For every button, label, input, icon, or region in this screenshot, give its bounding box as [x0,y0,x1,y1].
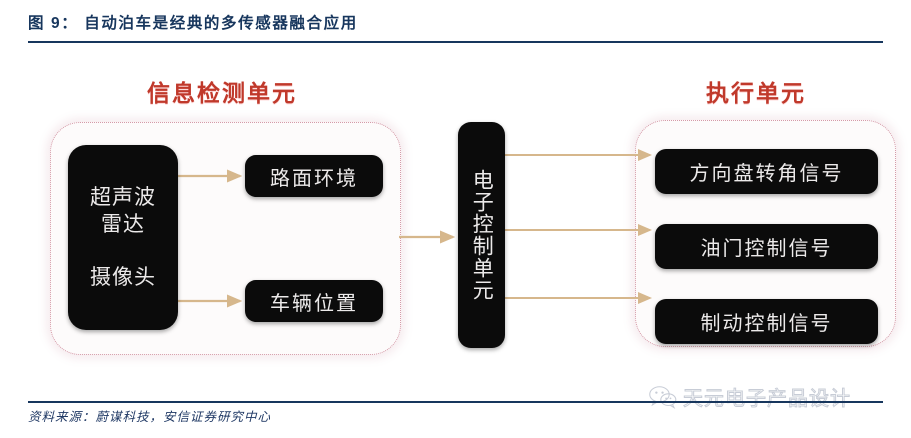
connector-wires [178,149,652,308]
title-divider [28,41,883,44]
node-road-environment[interactable]: 路面环境 [245,155,383,197]
figure-title: 图 9： 自动泊车是经典的多传感器融合应用 [28,14,883,44]
figure-title-text: 图 9： 自动泊车是经典的多传感器融合应用 [28,15,358,32]
node-throttle-control-signal[interactable]: 油门控制信号 [655,224,878,269]
watermark: 天元电子产品设计 [648,382,851,411]
watermark-text: 天元电子产品设计 [683,388,851,411]
diagram-canvas: 信息检测单元 执行单元 超声波 雷达 摄 [0,48,911,398]
node-brake-control-signal[interactable]: 制动控制信号 [655,299,878,344]
footer-divider [28,401,883,404]
group-title-actuation: 执行单元 [706,80,806,106]
node-steering-angle-signal[interactable]: 方向盘转角信号 [655,149,878,194]
node-vehicle-position[interactable]: 车辆位置 [245,280,383,322]
source-note: 资料来源：蔚谋科技，安信证券研究中心 [28,410,272,424]
node-sensors-radar: 超声波 雷达 [90,186,156,236]
wechat-logo-icon [649,385,677,409]
node-sensors[interactable]: 超声波 雷达 摄像头 [68,145,178,330]
node-ecu[interactable]: 电子控制单元 [458,122,505,348]
node-sensors-camera: 摄像头 [90,266,156,289]
group-title-detection: 信息检测单元 [147,80,297,106]
